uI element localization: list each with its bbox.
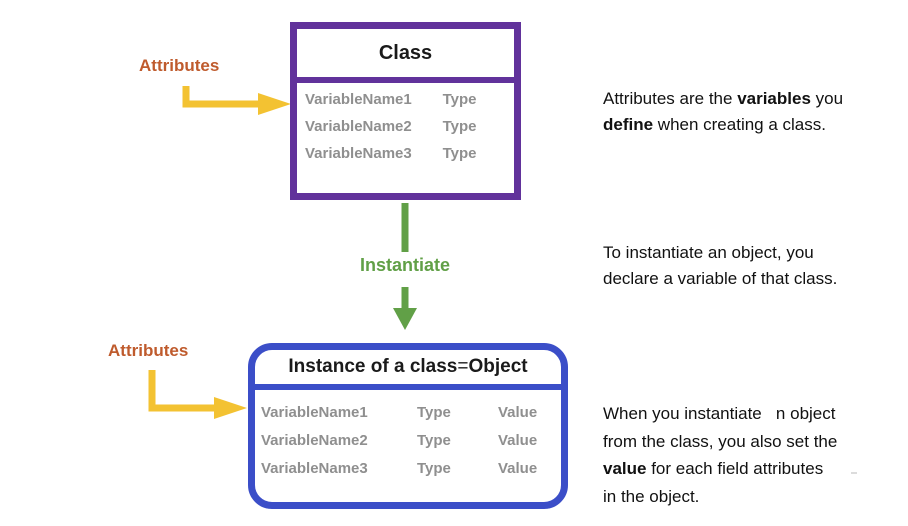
attributes-arrow-top-icon <box>182 86 291 115</box>
attribute-value: Value <box>498 403 538 421</box>
attribute-name: VariableName3 <box>261 459 368 477</box>
object-box: Instance of a class = Object VariableNam… <box>248 343 568 509</box>
class-attribute-row: VariableName1 Type <box>297 86 514 113</box>
attribute-name: VariableName2 <box>261 431 368 449</box>
artifact-dash <box>851 472 857 474</box>
attribute-value: Value <box>498 431 538 449</box>
object-attribute-row: VariableName3 Type Value <box>255 454 561 482</box>
class-attribute-row: VariableName2 Type <box>297 113 514 140</box>
attributes-arrow-bottom-icon <box>148 370 247 419</box>
class-box: Class VariableName1 Type VariableName2 T… <box>290 22 521 200</box>
attribute-value: Value <box>498 459 538 477</box>
attribute-name: VariableName1 <box>261 403 368 421</box>
attribute-type: Type <box>442 118 477 135</box>
attribute-name: VariableName1 <box>305 91 412 108</box>
instantiate-label: Instantiate <box>359 255 451 275</box>
class-box-body: VariableName1 Type VariableName2 Type Va… <box>297 83 514 167</box>
class-attribute-row: VariableName3 Type <box>297 140 514 167</box>
object-attribute-row: VariableName1 Type Value <box>255 398 561 426</box>
attribute-type: Type <box>442 145 477 162</box>
attribute-type: Type <box>417 403 451 421</box>
instantiate-arrow-icon <box>393 203 417 330</box>
object-box-body: VariableName1 Type Value VariableName2 T… <box>255 390 561 482</box>
note-instantiate: To instantiate an object, you declare a … <box>603 243 838 288</box>
class-box-title: Class <box>297 29 514 83</box>
note-object-values: When you instantiate n object from the c… <box>603 404 838 506</box>
attribute-name: VariableName2 <box>305 118 412 135</box>
attribute-name: VariableName3 <box>305 145 412 162</box>
attributes-label-bottom: Attributes <box>108 341 189 360</box>
attribute-type: Type <box>442 91 477 108</box>
note-class-attributes: Attributes are the variables you define … <box>603 89 844 134</box>
attribute-type: Type <box>417 459 451 477</box>
object-box-title: Instance of a class = Object <box>255 350 561 390</box>
attribute-type: Type <box>417 431 451 449</box>
attributes-label-top: Attributes <box>139 56 220 75</box>
object-attribute-row: VariableName2 Type Value <box>255 426 561 454</box>
